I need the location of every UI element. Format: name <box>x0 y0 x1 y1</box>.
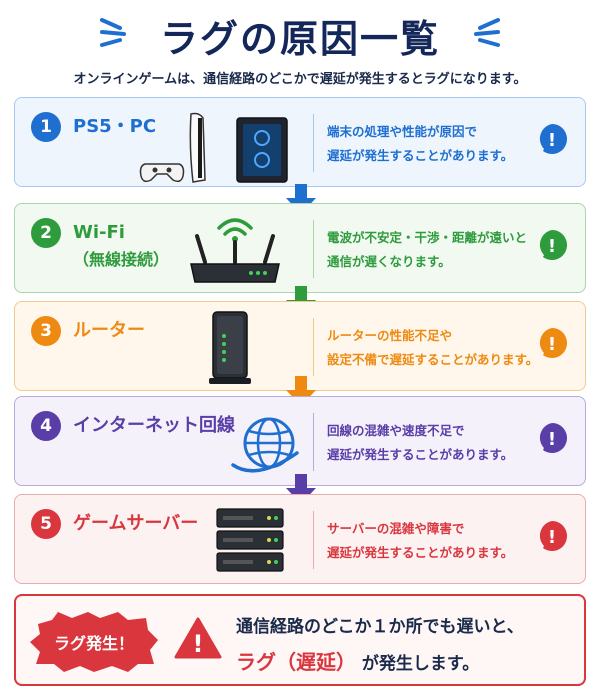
card-divider <box>313 413 314 471</box>
wifi-router-icon <box>190 218 280 283</box>
card-number-badge: 2 <box>31 218 61 248</box>
title-deco-left-icon <box>100 18 126 47</box>
card-description: 電波が不安定・干渉・距離が遠いと 通信が遅くなります。 <box>327 226 537 274</box>
card-number-badge: 4 <box>31 411 61 441</box>
card-desc-line: サーバーの混雑や障害で <box>327 521 465 536</box>
summary-line-1: 通信経路のどこか１か所でも遅いと、 <box>236 617 524 637</box>
card-desc-line: 遅延が発生することがあります。 <box>327 545 514 560</box>
globe-icon <box>231 417 299 473</box>
alert-bubble-icon: ! <box>539 423 567 458</box>
card-title: ゲームサーバー <box>73 513 199 534</box>
card-desc-line: 遅延が発生することがあります。 <box>327 447 514 462</box>
cause-card-router: 3 ルーター ルーターの性能不足や 設定不備で遅延することがあります。 ! <box>14 301 586 391</box>
card-desc-line: 回線の混雑や速度不足で <box>327 423 465 438</box>
card-title: PS5・PC <box>73 116 157 137</box>
summary-line-2-rest: が発生します。 <box>361 654 480 674</box>
subtitle: オンラインゲームは、通信経路のどこかで遅延が発生するとラグになります。 <box>73 72 527 87</box>
summary-line-2: ラグ（遅延） が発生します。 <box>236 646 479 675</box>
card-divider <box>313 318 314 376</box>
warning-triangle-icon: ! <box>174 617 222 659</box>
card-description: サーバーの混雑や障害で 遅延が発生することがあります。 <box>327 517 537 565</box>
warning-glyph: ! <box>193 630 204 658</box>
card-desc-line: ルーターの性能不足や <box>327 328 453 343</box>
cause-card-ps5-pc: 1 PS5・PC 端末の処理や性能が原因で 遅延が発生することがあります。 ! <box>14 97 586 187</box>
title-area: ラグの原因一覧 <box>0 6 600 64</box>
card-number-badge: 5 <box>31 509 61 539</box>
title-deco-right-icon <box>474 18 500 47</box>
card-desc-line: 遅延が発生することがあります。 <box>327 148 514 163</box>
card-description: ルーターの性能不足や 設定不備で遅延することがあります。 <box>327 324 539 372</box>
card-title: Wi-Fi <box>73 222 125 243</box>
cause-card-game-server: 5 ゲームサーバー サーバーの混雑や障害で 遅延が発生することがあります。 ! <box>14 494 586 584</box>
card-description: 回線の混雑や速度不足で 遅延が発生することがあります。 <box>327 419 537 467</box>
cause-card-wifi: 2 Wi-Fi （無線接続） 電波が不安定・干渉・距離が遠いと 通信が遅くなりま… <box>14 203 586 293</box>
lag-burst-badge-icon <box>30 612 158 672</box>
card-title: インターネット回線 <box>73 415 235 436</box>
card-desc-line: 電波が不安定・干渉・距離が遠いと <box>327 230 528 245</box>
flow-arrow-down-icon <box>286 474 316 504</box>
card-number-badge: 3 <box>31 316 61 346</box>
card-divider <box>313 114 314 172</box>
card-number-badge: 1 <box>31 112 61 142</box>
alert-glyph: ! <box>548 527 556 548</box>
summary-highlight: ラグ（遅延） <box>236 650 356 674</box>
alert-bubble-icon: ! <box>539 328 567 363</box>
card-desc-line: 通信が遅くなります。 <box>327 254 451 269</box>
flow-arrow-down-icon <box>286 376 316 406</box>
alert-bubble-icon: ! <box>539 230 567 265</box>
page-title: ラグの原因一覧 <box>159 16 440 61</box>
card-desc-line: 端末の処理や性能が原因で <box>327 124 478 139</box>
alert-glyph: ! <box>548 130 556 151</box>
flow-arrow-down-icon <box>286 184 316 214</box>
alert-glyph: ! <box>548 429 556 450</box>
cause-card-internet-line: 4 インターネット回線 回線の混雑や速度不足で 遅延が発生することがあります。 … <box>14 396 586 486</box>
alert-glyph: ! <box>548 236 556 257</box>
card-divider <box>313 220 314 278</box>
card-subtitle: （無線接続） <box>73 250 170 269</box>
router-box-icon <box>209 311 251 384</box>
card-description: 端末の処理や性能が原因で 遅延が発生することがあります。 <box>327 120 537 168</box>
lag-badge-label: ラグ発生！ <box>53 634 134 653</box>
alert-bubble-icon: ! <box>539 521 567 556</box>
card-divider <box>313 511 314 569</box>
alert-bubble-icon: ! <box>539 124 567 159</box>
card-desc-line: 設定不備で遅延することがあります。 <box>327 352 539 367</box>
game-console-pc-icon <box>139 112 288 183</box>
alert-glyph: ! <box>548 334 556 355</box>
card-title: ルーター <box>73 320 145 341</box>
summary-box: ラグ発生！ ! 通信経路のどこか１か所でも遅いと、 ラグ（遅延） が発生します。 <box>14 594 586 686</box>
server-rack-icon <box>216 508 284 572</box>
